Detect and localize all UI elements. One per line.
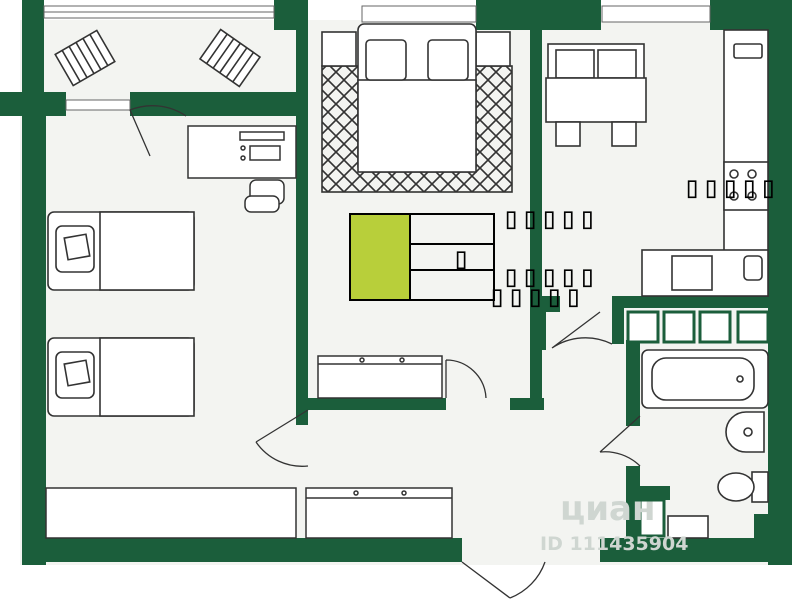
watermark-brand: циан [560,489,655,529]
room-label-line2: ▯▯▯▯▯ [502,259,597,294]
kitchen-counter [641,29,769,297]
kitchen-label: ▯▯▯▯▯ [683,170,778,205]
dining-table [545,43,647,147]
bathtub [641,349,769,409]
balcony-chairs [54,28,262,88]
wardrobes [45,355,453,539]
walls [0,0,792,565]
toilet [717,471,769,503]
watermark-id: ID 111435904 [540,533,688,555]
corridor-label: ▯▯▯▯▯ [488,279,583,314]
closet-boxes [626,310,770,538]
desk [187,125,297,213]
room-label-line1: ▯▯▯▯▯ [502,201,597,236]
windows [43,5,711,111]
double-bed [321,23,513,193]
washbasin [725,411,765,453]
washer [667,515,709,539]
single-beds [47,211,195,417]
highlight-block [349,213,495,301]
doors [129,105,641,599]
small-glyph: ▯ [452,241,471,276]
watermark: циан ID 111435904 [540,489,688,555]
